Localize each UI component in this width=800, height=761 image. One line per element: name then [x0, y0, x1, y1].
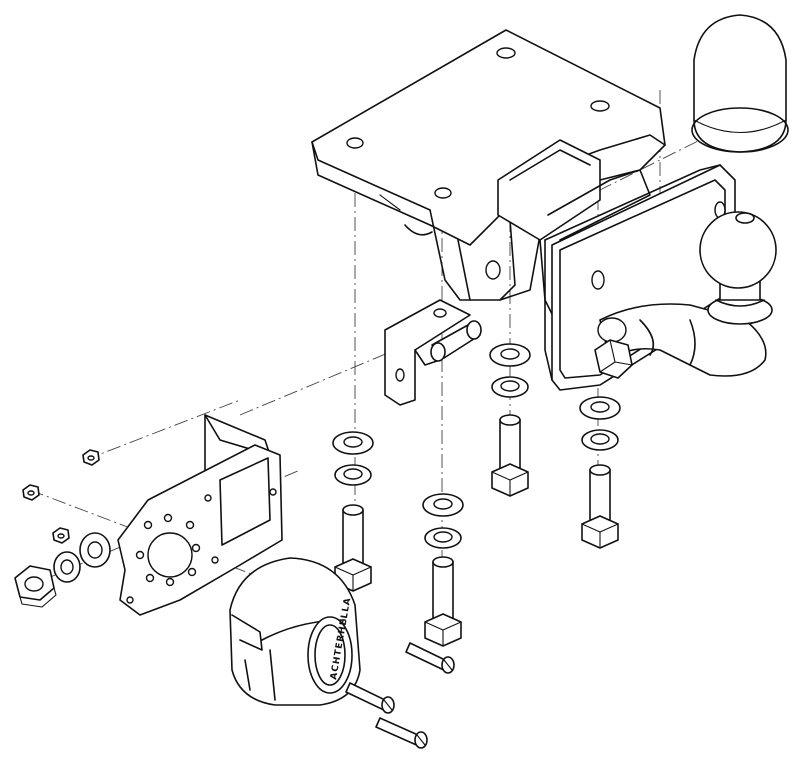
spring-washer [53, 551, 81, 583]
washer-stack-right [579, 396, 621, 451]
mounting-plate [311, 29, 666, 301]
small-nut-left [22, 484, 40, 501]
washer-stack-middle [422, 493, 464, 549]
socket-bracket-angle [384, 299, 482, 406]
washer-stack-left [332, 431, 374, 486]
tow-ball [699, 211, 777, 325]
hex-bolt-center [491, 414, 529, 497]
ball-cover-cap [691, 14, 789, 153]
flat-washer [79, 532, 111, 568]
washer-stack-center [489, 343, 531, 398]
small-nut-middle [52, 527, 70, 544]
hitch-tube [497, 139, 601, 321]
screw-lower [375, 717, 428, 749]
screw-middle [345, 682, 395, 714]
screw-upper [405, 642, 455, 674]
small-nut-top [82, 449, 100, 466]
electrical-socket: ACHTERHELLA [229, 557, 361, 706]
hex-bolt-middle [424, 556, 462, 647]
socket-mounting-bracket [117, 414, 283, 616]
large-hex-nut [14, 565, 57, 608]
coupling-bolt-head [594, 339, 633, 379]
hex-bolt-right [581, 464, 619, 549]
